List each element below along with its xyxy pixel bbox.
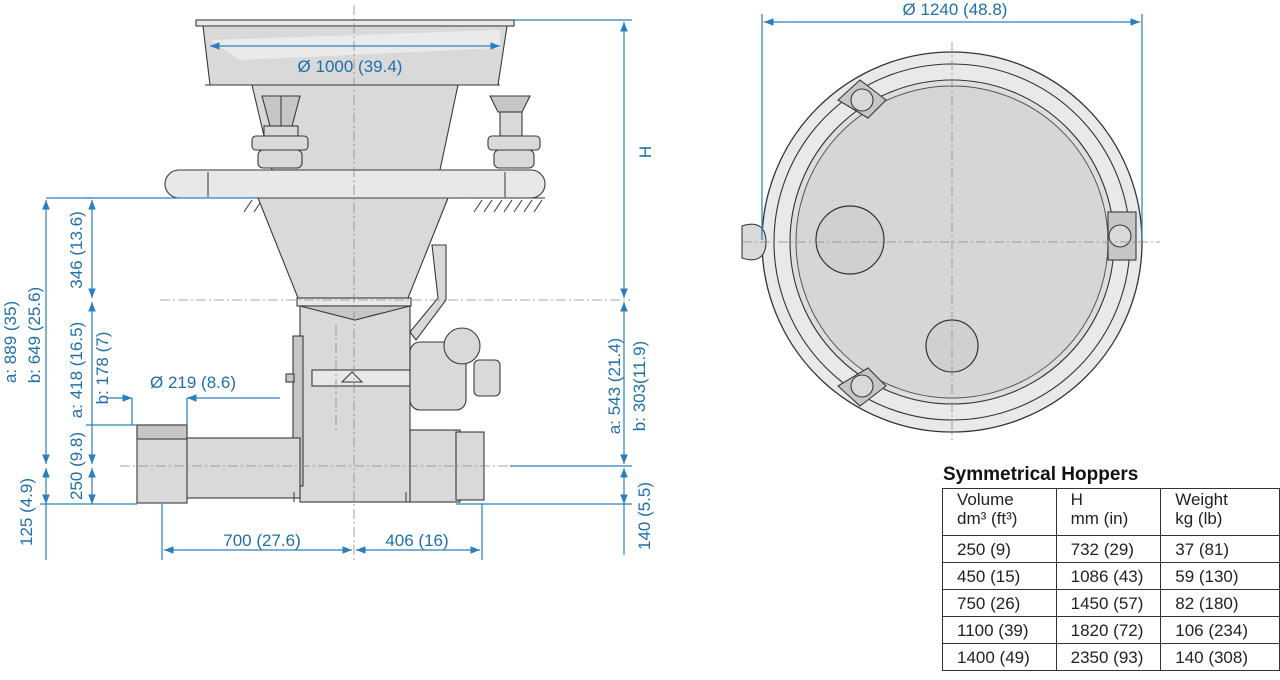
dim-406: 406 (16) xyxy=(385,531,448,550)
dim-125: 125 (4.9) xyxy=(17,478,36,546)
discharge-pipe xyxy=(179,437,301,499)
top-view xyxy=(741,42,1160,440)
dim-346: 346 (13.6) xyxy=(67,211,86,289)
cell-weight: 140 (308) xyxy=(1160,643,1280,671)
dim-303: b: 303(11.9) xyxy=(630,341,649,431)
dim-418: a: 418 (16.5) xyxy=(67,322,86,418)
cell-h: 2350 (93) xyxy=(1055,643,1162,671)
dim-height-h: H xyxy=(636,146,655,158)
cell-h: 1820 (72) xyxy=(1055,616,1162,644)
dim-219: Ø 219 (8.6) xyxy=(150,373,236,392)
dim-178: b: 178 (7) xyxy=(93,332,112,405)
hopper-rim xyxy=(195,19,515,27)
cell-h: 1086 (43) xyxy=(1055,562,1162,590)
table-title: Symmetrical Hoppers xyxy=(943,464,1139,485)
side-view xyxy=(136,19,546,504)
table-row: 750 (26) 1450 (57) 82 (180) xyxy=(942,589,1280,617)
inlet-circle xyxy=(925,319,979,373)
cell-volume: 1100 (39) xyxy=(942,616,1057,644)
table-row: 1400 (49) 2350 (93) 140 (308) xyxy=(942,643,1280,671)
table-row: 450 (15) 1086 (43) 59 (130) xyxy=(942,562,1280,590)
cell-volume: 1400 (49) xyxy=(942,643,1057,671)
cell-weight: 37 (81) xyxy=(1160,535,1280,563)
side-dimensions: Ø 1000 (39.4) H 346 (13.6) a: 889 (35) b… xyxy=(1,19,655,560)
table-row: 250 (9) 732 (29) 37 (81) xyxy=(942,535,1280,563)
table-row: 1100 (39) 1820 (72) 106 (234) xyxy=(942,616,1280,644)
dim-649: b: 649 (25.6) xyxy=(25,287,44,383)
cell-h: 732 (29) xyxy=(1055,535,1162,563)
cell-weight: 59 (130) xyxy=(1160,562,1280,590)
dim-250: 250 (9.8) xyxy=(67,432,86,500)
dim-889: a: 889 (35) xyxy=(1,301,20,383)
feeder-body xyxy=(299,305,411,503)
top-dimensions: Ø 1240 (48.8) xyxy=(761,0,1143,240)
dim-top-diameter: Ø 1240 (48.8) xyxy=(903,0,1008,19)
load-cell-right xyxy=(487,95,541,169)
cell-volume: 250 (9) xyxy=(942,535,1057,563)
dim-543: a: 543 (21.4) xyxy=(605,338,624,434)
dim-700: 700 (27.6) xyxy=(223,531,301,550)
support-ring xyxy=(164,169,546,199)
discharge-circle xyxy=(815,205,885,275)
cell-volume: 450 (15) xyxy=(942,562,1057,590)
cell-weight: 82 (180) xyxy=(1160,589,1280,617)
dim-hopper-diameter: Ø 1000 (39.4) xyxy=(298,57,403,76)
dim-140: 140 (5.5) xyxy=(635,482,654,550)
cell-h: 1450 (57) xyxy=(1055,589,1162,617)
cell-weight: 106 (234) xyxy=(1160,616,1280,644)
cell-volume: 750 (26) xyxy=(942,589,1057,617)
lower-cone xyxy=(257,197,449,299)
load-cell-left xyxy=(251,95,309,169)
